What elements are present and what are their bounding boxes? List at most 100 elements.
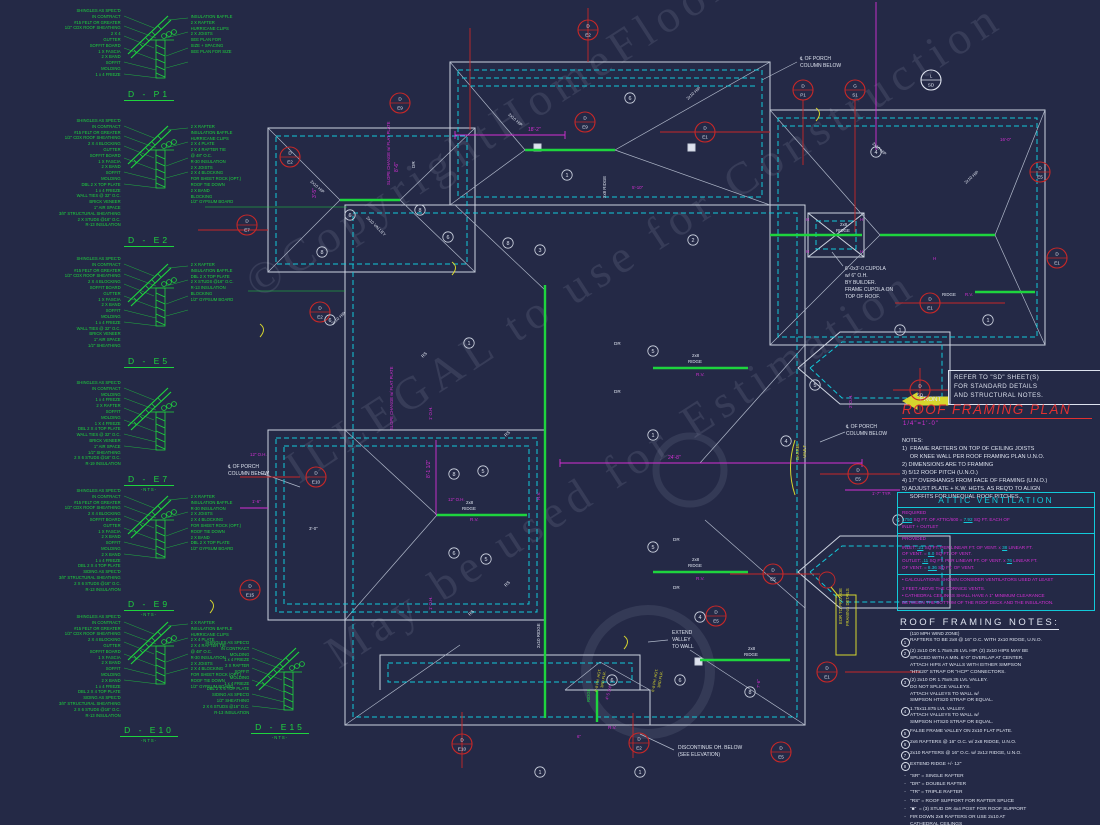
- detail-label: ROOF TIE DOWN: [190, 677, 225, 683]
- detail-label: BLOCKING: [190, 193, 213, 199]
- plan-label: R.V.: [696, 576, 705, 581]
- detail-label: SOFFIT: [105, 60, 121, 66]
- detail-label: HURRICANE CLIPS: [190, 25, 229, 31]
- plan-label: ℄ OF PORCH: [799, 56, 831, 62]
- svg-text:8: 8: [749, 690, 752, 696]
- detail-labels-right: [191, 380, 268, 386]
- attic-table-row: OF VENT. = 8.36 SQ FT. OF VENT.: [902, 565, 975, 571]
- detail-label: @ 48" O.C.: [190, 152, 212, 158]
- plan-label: 12" O.H.: [448, 497, 465, 502]
- detail-label: R-13 INSULATION: [214, 709, 250, 715]
- detail-label: 1/2" GYPSUM BOARD: [190, 296, 234, 302]
- plan-label: DR: [614, 389, 621, 394]
- svg-text:2: 2: [692, 238, 695, 244]
- svg-text:1: 1: [652, 433, 655, 439]
- detail-label: 1/2" GYPSUM BOARD: [190, 199, 234, 205]
- svg-text:5: 5: [652, 545, 655, 551]
- plan-label: 1' O.H.: [428, 406, 433, 420]
- svg-text:6: 6: [453, 551, 456, 557]
- detail-label: 1 X FASCIA: [98, 654, 121, 660]
- framing-note-marker: 6: [624, 92, 636, 104]
- detail-label: 2 X 6 STUDS @16" O.C.: [74, 455, 121, 461]
- svg-text:E10: E10: [312, 480, 321, 485]
- detail-drawing: [123, 495, 188, 559]
- detail-scale: -NTS-: [140, 486, 158, 492]
- detail-label: DBL 2 X TOP PLATE: [81, 181, 121, 187]
- plan-label: 3'-0": [309, 526, 318, 531]
- detail-label: 1 X FASCIA: [98, 528, 121, 534]
- svg-text:E9: E9: [397, 106, 403, 111]
- detail-label: HURRICANE CLIPS: [190, 631, 229, 637]
- framing-note-marker: 6: [324, 314, 336, 326]
- plan-label: FRAME CUPOLA ON: [845, 287, 893, 293]
- detail-label: #15 FELT OR GREATER: [74, 19, 121, 25]
- plan-label: RIDGE: [462, 506, 476, 511]
- svg-text:8: 8: [321, 250, 324, 256]
- plan-label: 2x8: [840, 222, 848, 227]
- detail-label: MOLDING: [101, 313, 121, 319]
- detail-label: SIDING AS SPEC'D: [83, 569, 121, 575]
- detail-label: MOLDING: [101, 545, 121, 551]
- detail-label: 1 x 4 FRIEZE: [95, 683, 121, 689]
- framing-note-marker: 1: [561, 169, 573, 181]
- detail-label: 2 X 4 BLOCKING: [88, 637, 121, 643]
- roof-framing-notes: ROOF FRAMING NOTES: (110 MPH WIND ZONE) …: [900, 612, 1098, 825]
- detail-label: INSULATION BAFFLE: [190, 267, 233, 273]
- framing-note-item: -"■" = (3) STUD OR 4x4 POST FOR ROOF SUP…: [904, 806, 1027, 812]
- svg-text:D: D: [288, 151, 292, 156]
- plan-label: 1'-6": [252, 499, 261, 504]
- plan-label: ℄ OF PORCH: [227, 464, 259, 470]
- svg-text:6: 6: [447, 235, 450, 241]
- detail-label: 3/8" STRUCTURAL SHEATHING: [58, 574, 121, 580]
- detail-label: 3/8" STRUCTURAL SHEATHING: [58, 700, 121, 706]
- attic-table-row: • CATHEDRAL CEILINGS SHALL HAVE A 1" MIN…: [902, 592, 1045, 598]
- plan-label: H: [860, 217, 863, 222]
- detail-label: R-13 INSULATION: [85, 222, 121, 228]
- plan-label: 8'-1 1/2": [426, 459, 432, 478]
- svg-text:1: 1: [639, 770, 642, 776]
- framing-note-item: -"TR" = TRIPLE RAFTER: [904, 790, 963, 796]
- detail-title: D - P1: [123, 89, 175, 101]
- framing-note-item: -FIR DOWN 2x8 RAFTERS OR USE 2x10 AT CAT…: [904, 815, 1006, 825]
- detail-label: 1 x 4 FRIEZE: [224, 657, 250, 663]
- detail-reference-bubble: DSD: [909, 379, 931, 401]
- plan-label: TOP OF ROOF.: [845, 294, 880, 300]
- detail-label: 1" AIR SPACE: [93, 337, 121, 343]
- framing-note-marker: 8: [316, 246, 328, 258]
- detail-leader-lines: [205, 206, 347, 292]
- detail-label: R-13 INSULATION: [85, 586, 121, 592]
- svg-text:E7: E7: [244, 228, 250, 233]
- plan-label: R.V.: [696, 372, 705, 377]
- svg-text:D: D: [771, 568, 775, 573]
- detail-label: 2 X RAFTER: [190, 620, 215, 625]
- refer-note-line: REFER TO "SD" SHEET(S): [954, 374, 1040, 381]
- svg-text:D: D: [586, 24, 590, 29]
- detail-label: SIZE + SPACING: [190, 42, 224, 48]
- detail-label: 1/2" CDX ROOF SHEATHING: [64, 505, 121, 511]
- plan-label: 2' O.H.: [848, 394, 853, 408]
- detail-label: 1 x 4 FRIEZE: [95, 71, 121, 77]
- detail-label: R-30 INSULATION: [190, 654, 226, 660]
- detail-label: GUTTER: [103, 522, 121, 528]
- detail-label: 2 X RAFTER: [190, 494, 215, 499]
- detail-label: 2 X 6 STUDS @16" O.C.: [74, 706, 121, 712]
- svg-text:D: D: [801, 84, 805, 89]
- refer-note-line: FOR STANDARD DETAILS: [954, 382, 1038, 390]
- plan-label: 2x8: [692, 557, 700, 562]
- detail-label: SOFFIT: [105, 540, 121, 546]
- plan-label: 4'-5 3/4": [604, 684, 613, 701]
- detail-label: SHINGLES AS SPEC'D: [76, 488, 121, 493]
- plan-label: COLUMN BELOW: [228, 471, 269, 477]
- plan-label: (SEE ELEVATION): [678, 752, 720, 758]
- plan-label: FRAMING DETAILS: [845, 588, 850, 626]
- detail-label: FOR SHEET ROCK (OPT.): [190, 522, 242, 528]
- detail-reference-bubble: LSD: [920, 69, 942, 91]
